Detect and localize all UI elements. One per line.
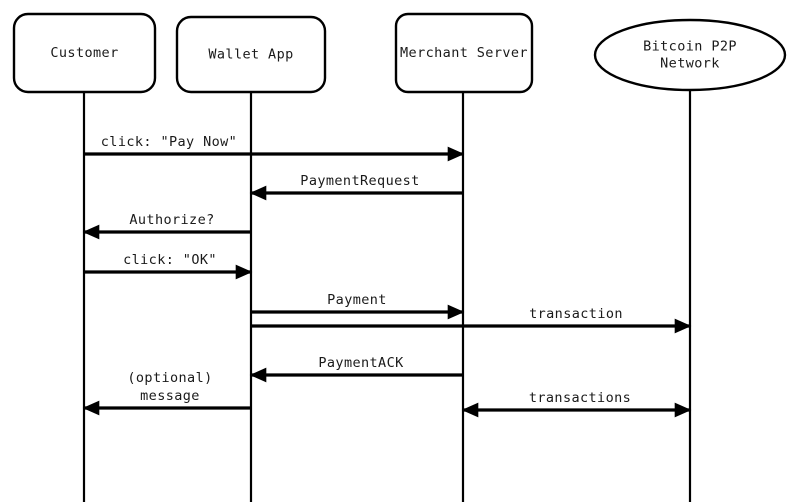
msg-transaction-label: transaction: [529, 306, 623, 322]
actor-customer[interactable]: Customer: [12, 12, 157, 94]
msg-payment[interactable]: Payment: [251, 292, 465, 320]
actor-shape-box-wallet-app: [175, 15, 327, 94]
actor-shape-box-customer: [12, 12, 157, 94]
actor-label-customer: Customer: [50, 45, 118, 61]
msg-authorize-label: Authorize?: [129, 212, 214, 228]
msg-payment-ack[interactable]: PaymentACK: [249, 355, 463, 383]
msg-click-ok[interactable]: click: "OK": [84, 252, 253, 280]
msg-click-ok-label: click: "OK": [123, 252, 217, 268]
actor-label-merchant-server: Merchant Server: [400, 45, 528, 61]
msg-transactions-label: transactions: [529, 390, 631, 406]
actor-shape-ellipse-bitcoin-p2p-network: [593, 18, 787, 92]
actors-group: Customer Wallet App Merchant Server Bitcoin…: [12, 12, 787, 94]
msg-authorize[interactable]: Authorize?: [82, 212, 251, 240]
actor-merchant-server[interactable]: Merchant Server: [394, 12, 534, 94]
msg-optional-message-label: (optional)message: [127, 370, 212, 404]
messages-group: click: "Pay Now" PaymentRequestAuthorize?…: [82, 134, 692, 418]
actor-label-wallet-app: Wallet App: [208, 47, 293, 63]
msg-click-pay-now-label: click: "Pay Now": [101, 134, 237, 150]
msg-transaction[interactable]: transaction: [251, 306, 692, 334]
lifelines-group: [82, 90, 692, 502]
msg-payment-request[interactable]: PaymentRequest: [249, 173, 463, 201]
actor-wallet-app[interactable]: Wallet App: [175, 15, 327, 94]
msg-payment-ack-label: PaymentACK: [318, 355, 404, 371]
msg-click-pay-now[interactable]: click: "Pay Now": [84, 134, 465, 162]
actor-shape-box-merchant-server: [394, 12, 534, 94]
msg-payment-request-label: PaymentRequest: [300, 173, 419, 189]
msg-optional-message[interactable]: (optional)message: [82, 370, 251, 416]
msg-transactions[interactable]: transactions: [461, 390, 692, 418]
msg-payment-label: Payment: [327, 292, 387, 308]
